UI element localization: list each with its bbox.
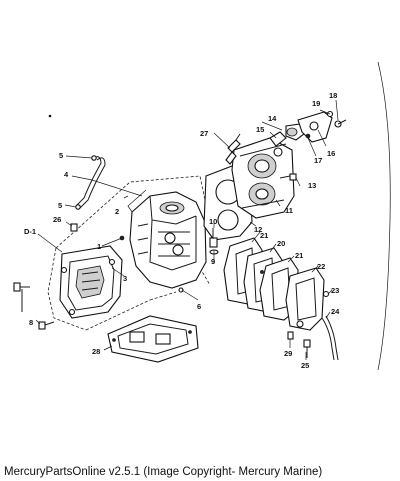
callout-20: 20 (277, 239, 285, 248)
cylinder-head (231, 137, 295, 219)
assembly-outline-dashed (47, 175, 211, 331)
plug-26 (70, 223, 78, 232)
callout-29: 29 (284, 349, 292, 358)
callout-d1: D-1 (24, 227, 36, 236)
breather-hose (75, 155, 106, 210)
page-edge-line (377, 61, 391, 371)
callout-25: 25 (301, 361, 309, 370)
callout-5-top: 5 (59, 151, 63, 160)
bolt-7 (13, 282, 30, 312)
thermostat-cover (297, 111, 333, 143)
callout-21-right: 21 (295, 251, 303, 260)
leader-lines (35, 99, 339, 360)
callout-15: 15 (256, 125, 264, 134)
bolt-13 (279, 173, 297, 181)
callout-26: 26 (53, 215, 61, 224)
callout-24: 24 (331, 307, 340, 316)
crankcase-cover (59, 245, 123, 319)
callout-14: 14 (268, 114, 277, 123)
callout-19: 19 (312, 99, 320, 108)
callout-labels: 27 14 15 18 19 16 17 13 11 12 10 9 21 20… (24, 91, 340, 370)
callout-10: 10 (209, 217, 217, 226)
callout-13: 13 (308, 181, 316, 190)
stray-mark (48, 114, 52, 118)
callout-3: 3 (123, 274, 127, 283)
exploded-parts-diagram: 27 14 15 18 19 16 17 13 11 12 10 9 21 20… (13, 61, 391, 371)
callout-12: 12 (254, 225, 262, 234)
copyright-caption: MercuryPartsOnline v2.5.1 (Image Copyrig… (4, 466, 323, 478)
callout-11: 11 (285, 206, 293, 215)
callout-2: 2 (115, 207, 119, 216)
callout-18: 18 (329, 91, 337, 100)
callout-8: 8 (29, 318, 33, 327)
callout-1: 1 (97, 242, 101, 251)
spark-plug (225, 133, 241, 165)
callout-4: 4 (64, 170, 69, 179)
bolt-8 (38, 321, 55, 330)
callout-7: 6 (197, 302, 201, 311)
callout-28: 28 (92, 347, 100, 356)
pin-6 (178, 287, 184, 293)
exhaust-cover (285, 267, 325, 331)
callout-22: 22 (317, 262, 325, 271)
callout-17: 17 (314, 156, 322, 165)
screw-23 (322, 290, 330, 298)
fasteners-25-29 (287, 331, 311, 358)
base-gasket (107, 315, 199, 363)
thermostat-cap (269, 123, 305, 147)
callout-5-bottom: 5 (58, 201, 62, 210)
tell-tale-hose (321, 315, 339, 361)
callout-27: 27 (200, 129, 208, 138)
callout-23: 23 (331, 286, 339, 295)
callout-21-left: 21 (260, 231, 268, 240)
cylinder-block (119, 189, 207, 289)
callout-16: 16 (327, 149, 335, 158)
screw-18-19 (326, 110, 347, 128)
callout-9: 9 (211, 257, 215, 266)
